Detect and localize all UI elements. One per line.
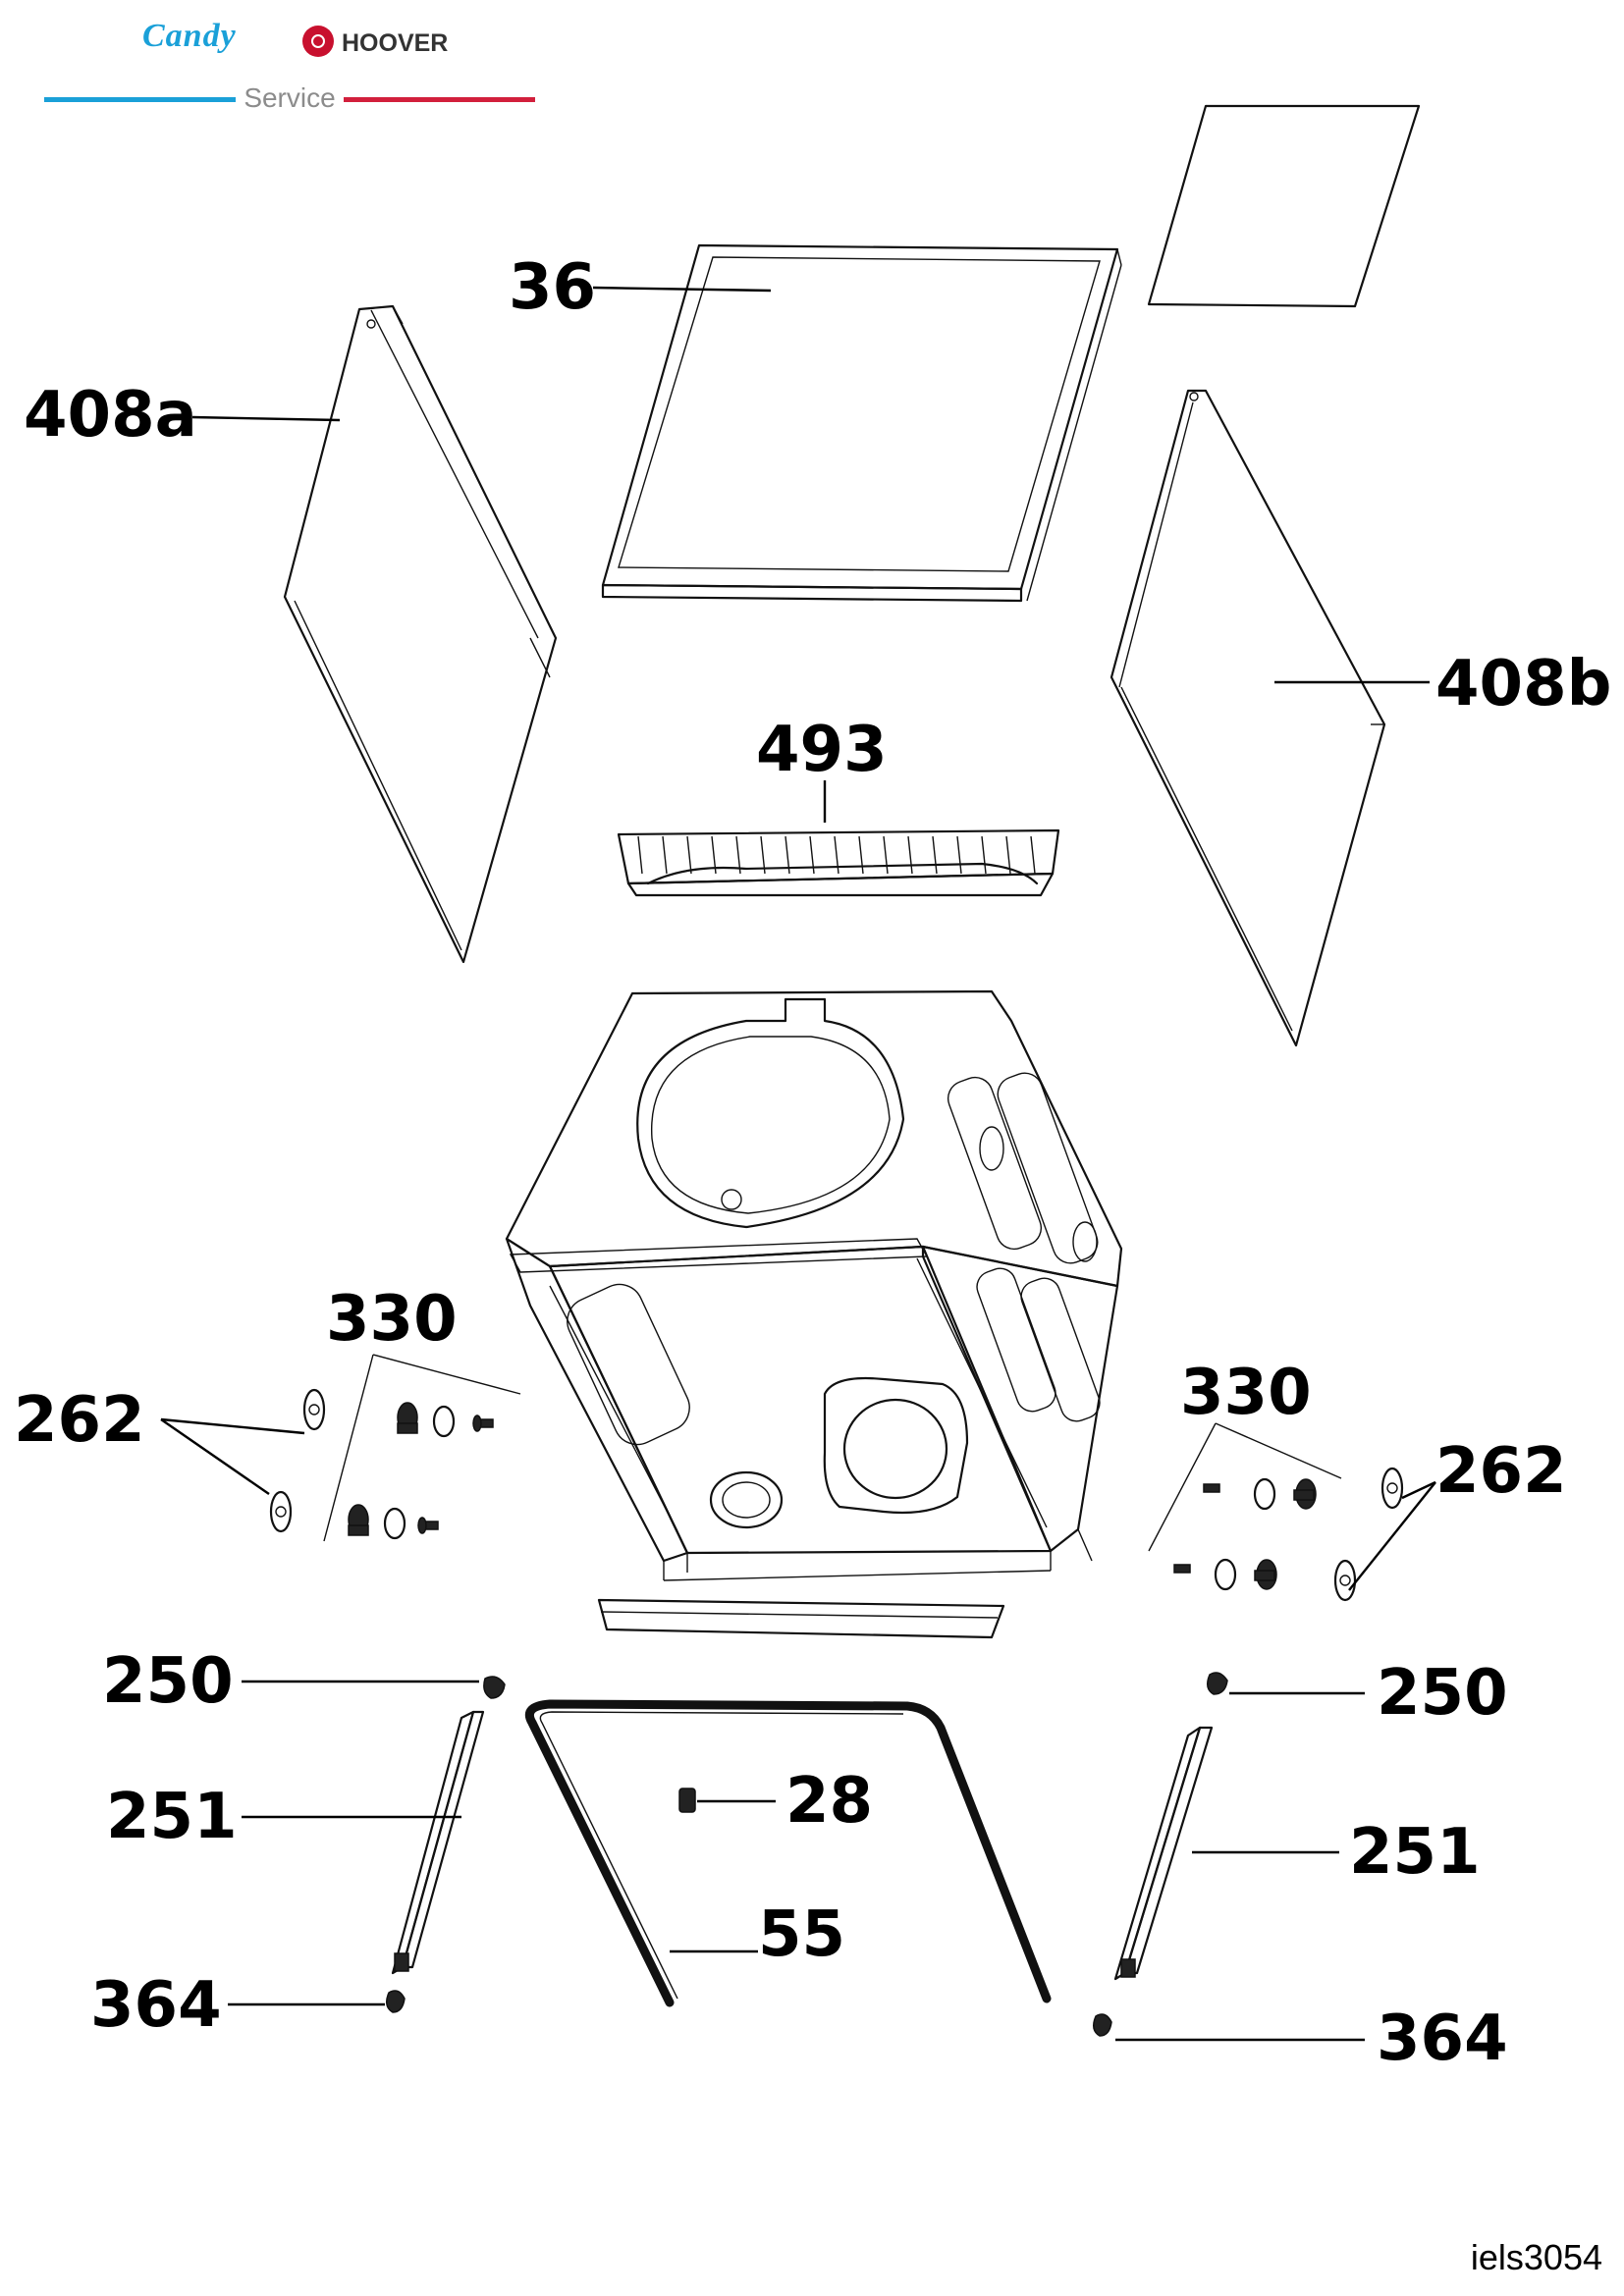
rail-rib — [932, 835, 938, 875]
part-408b-side-panel — [1110, 389, 1386, 1047]
callout-330-left: 330 — [326, 1283, 458, 1356]
rail-rib — [981, 835, 987, 875]
left-hinge-assembly — [386, 1676, 506, 2013]
callout-250-right: 250 — [1377, 1657, 1508, 1730]
callout-330-right: 330 — [1180, 1357, 1312, 1429]
callout-262-left: 262 — [14, 1384, 145, 1457]
callout-408b: 408b — [1435, 648, 1611, 721]
callout-408a: 408a — [24, 379, 197, 452]
service-bar-blue — [44, 97, 236, 102]
callout-364-right: 364 — [1377, 2002, 1508, 2075]
callout-251-left: 251 — [106, 1781, 238, 1853]
callout-493: 493 — [756, 714, 888, 786]
leader-lines — [160, 286, 1436, 2042]
rail-rib — [1030, 835, 1036, 875]
callout-364-left: 364 — [90, 1969, 222, 2042]
callout-36: 36 — [509, 251, 596, 324]
rail-rib — [711, 835, 717, 875]
part-36-worktop — [601, 243, 1122, 603]
right-hinge-assembly — [1093, 1672, 1228, 2037]
part-55-door-seal — [524, 1699, 1052, 2007]
rail-rib — [735, 835, 741, 875]
hoover-logo: HOOVER — [342, 29, 449, 57]
rail-rib — [809, 835, 815, 875]
callout-251-right: 251 — [1349, 1816, 1481, 1889]
top-glass-sheet — [1147, 104, 1421, 308]
document-code: iels3054 — [1470, 2237, 1602, 2277]
plinth-strip — [597, 1598, 1005, 1639]
callout-250-left: 250 — [102, 1645, 234, 1718]
rail-rib — [662, 835, 668, 875]
rail-rib — [637, 835, 643, 875]
part-408a-side-panel — [283, 304, 558, 964]
service-label: Service — [244, 82, 336, 113]
callout-55: 55 — [758, 1898, 845, 1971]
brand-header: Candy HOOVER Service — [0, 0, 589, 128]
rail-rib — [1005, 835, 1011, 875]
part-493-rail — [617, 828, 1060, 897]
rail-rib — [686, 835, 692, 875]
right-feet-assembly — [1148, 1422, 1404, 1602]
callout-28: 28 — [785, 1765, 873, 1838]
part-28-clip — [678, 1788, 696, 1813]
hoover-emblem-icon — [302, 26, 334, 57]
rail-rib — [956, 835, 962, 875]
rail-rib — [858, 835, 864, 875]
rail-rib — [883, 835, 889, 875]
callout-262-right: 262 — [1435, 1435, 1567, 1508]
candy-logo: Candy — [142, 18, 237, 54]
rail-rib — [834, 835, 839, 875]
rail-rib — [785, 835, 790, 875]
left-feet-assembly — [269, 1354, 521, 1542]
rail-rib — [907, 835, 913, 875]
rail-rib — [760, 835, 766, 875]
service-bar-red — [344, 97, 535, 102]
tub-cabinet-body — [505, 989, 1123, 1581]
